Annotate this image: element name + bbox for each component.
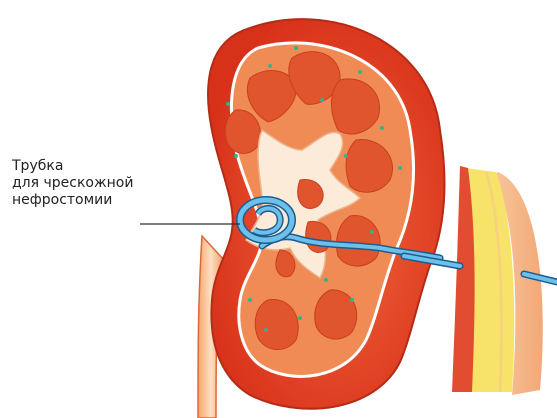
tube-label-line-3: нефростомии xyxy=(12,192,133,209)
tube-label: Трубка для чрескожной нефростомии xyxy=(12,158,133,209)
skin-muscle-layer xyxy=(452,166,475,392)
skin-layers xyxy=(452,166,543,395)
tube-label-line-1: Трубка xyxy=(12,158,133,175)
tube-label-line-2: для чрескожной xyxy=(12,175,133,192)
